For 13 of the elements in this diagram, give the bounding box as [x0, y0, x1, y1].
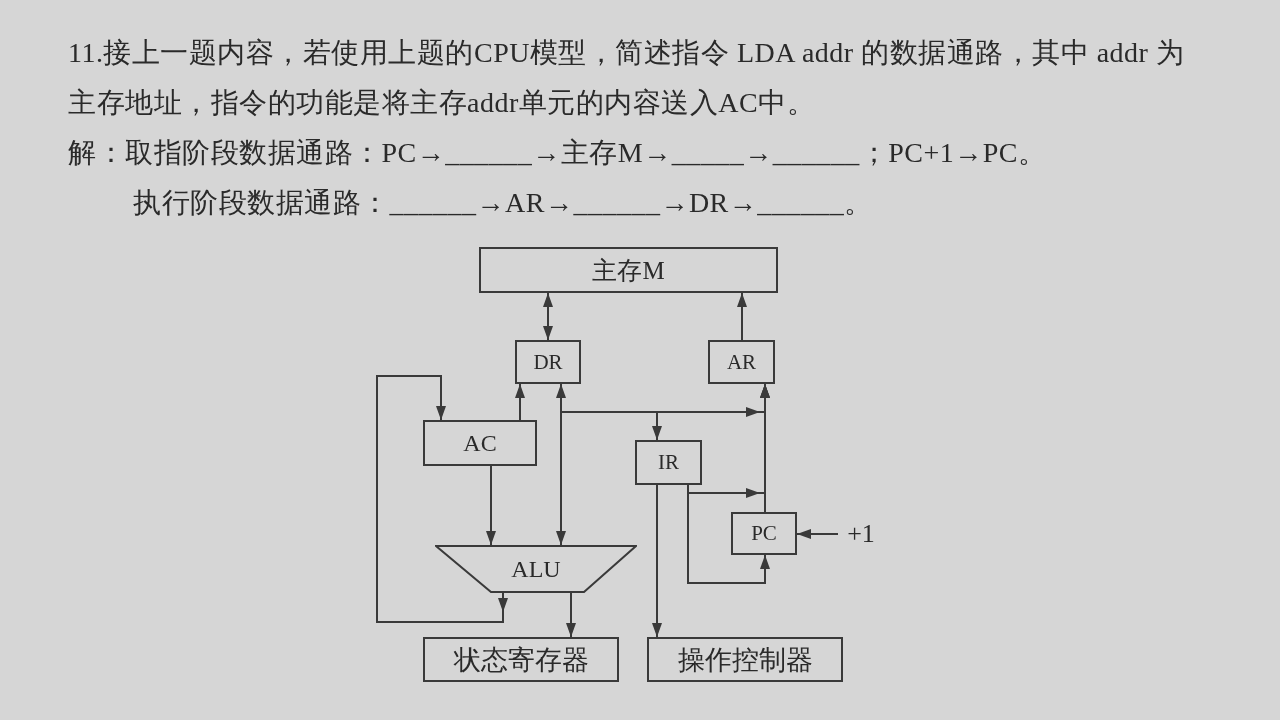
- register-box: AR: [708, 340, 775, 384]
- memory-box: 主存M: [479, 247, 778, 293]
- unit-box: 状态寄存器: [423, 637, 619, 682]
- register-box: DR: [515, 340, 581, 384]
- register-box: PC: [731, 512, 797, 555]
- alu-trapezoid: ALU: [435, 545, 637, 593]
- unit-box: 操作控制器: [647, 637, 843, 682]
- register-box: IR: [635, 440, 702, 485]
- question-text: 解：取指阶段数据通路：PC→______→主存M→_____→______；PC+1→PC。: [68, 136, 1048, 170]
- register-box: AC: [423, 420, 537, 466]
- question-text: 11.接上一题内容，若使用上题的CPU模型，简述指令 LDA addr 的数据通路，其中 addr 为主存地址，指令的功能是将主存addr单元的内容送入AC中。: [68, 36, 1186, 120]
- question-text: 执行阶段数据通路：______→AR→______→DR→______。: [133, 186, 874, 220]
- input-label: +1: [838, 517, 884, 551]
